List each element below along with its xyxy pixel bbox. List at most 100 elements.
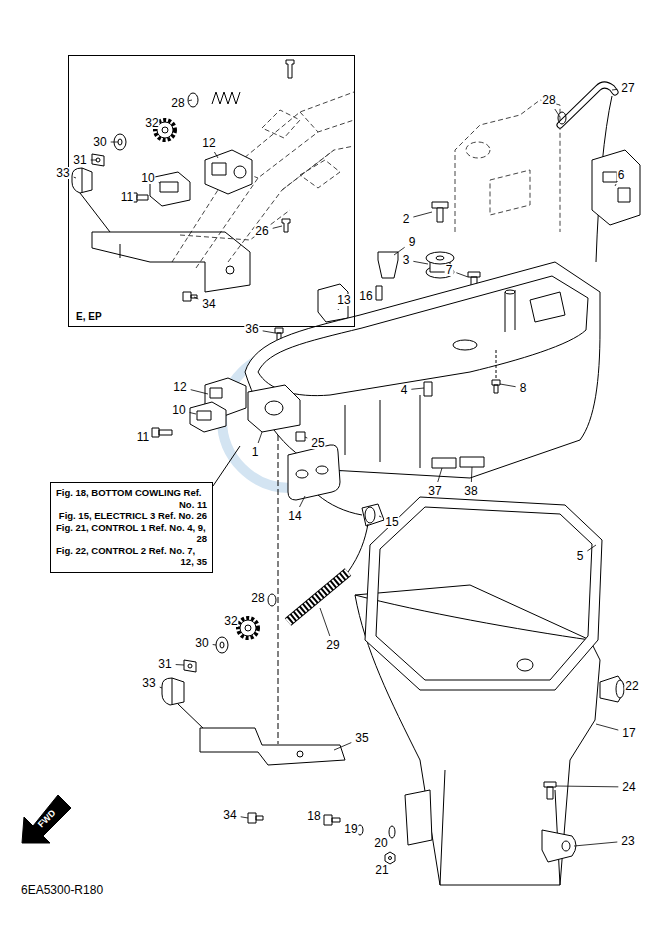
fitting-part [424, 382, 432, 396]
fwd-arrow: FWD [20, 793, 72, 845]
callout-number: 30 [194, 637, 209, 649]
inset-box: E, EP [68, 55, 355, 327]
callout-number: 18 [306, 810, 321, 822]
engine-outline [262, 110, 300, 138]
plate-part [197, 411, 211, 420]
clip-part [558, 112, 566, 124]
reference-note: Fig. 18, BOTTOM COWLING Ref. No. 11 [56, 487, 207, 510]
switch-panel [296, 470, 308, 478]
callout-number: 10 [171, 404, 186, 416]
callout-number: 33 [55, 167, 70, 179]
sticker-part [432, 457, 484, 468]
leader-line [241, 817, 248, 818]
engine-outline [172, 92, 354, 262]
bracket-part [205, 150, 252, 194]
block-part [162, 678, 184, 705]
spring-part [212, 92, 240, 104]
bracket-part [226, 266, 234, 274]
clip-part [542, 830, 576, 862]
leader-line [159, 182, 160, 184]
leader-line [500, 384, 516, 387]
callout-number: 12 [172, 381, 187, 393]
screw-part [282, 219, 290, 232]
callout-number: 36 [244, 323, 259, 335]
spring-part [212, 92, 240, 104]
washer-part [389, 826, 395, 838]
grommet-part [426, 252, 454, 264]
leader-line [556, 786, 618, 788]
screw-part [248, 813, 263, 823]
knob-part [240, 620, 256, 636]
callout-number: 8 [519, 382, 528, 394]
callout-number: 25 [310, 437, 325, 449]
screw-part [324, 815, 340, 825]
knob-part [245, 625, 251, 631]
callout-number: 34 [222, 809, 237, 821]
cable-spring [288, 524, 368, 622]
washer-part [216, 637, 228, 653]
leader-line [413, 212, 432, 217]
variant-label: E, EP [75, 311, 103, 322]
grommet-part [362, 504, 384, 526]
bracket-part [80, 193, 250, 292]
leader-line [379, 516, 381, 517]
lower-case [355, 585, 600, 885]
leader-line [438, 468, 442, 482]
leader-line [456, 273, 468, 277]
cable-spring [348, 524, 368, 572]
cable-spring [288, 572, 348, 622]
grommet-part [600, 676, 626, 702]
callout-number: 31 [72, 154, 87, 166]
washer-part [118, 139, 122, 145]
bottom-cowling [258, 276, 588, 396]
engine-outline [466, 142, 490, 158]
lower-case [355, 585, 600, 885]
engine-outline [490, 170, 530, 215]
callout-number: 22 [624, 680, 639, 692]
callout-number: 26 [254, 225, 269, 237]
screw-part [492, 380, 500, 393]
leader-line [162, 129, 163, 130]
plug-part [378, 252, 398, 278]
clip-part [562, 841, 570, 851]
bottom-cowling [505, 290, 515, 332]
callout-number: 23 [620, 835, 635, 847]
plate-part [150, 172, 190, 206]
nut-part [385, 852, 395, 864]
screw-part [544, 782, 556, 799]
callout-number: 30 [92, 136, 107, 148]
hose-part [560, 85, 615, 125]
clip-part [184, 660, 196, 672]
clip-part [542, 830, 576, 862]
callout-number: 28 [170, 97, 185, 109]
drawing-code: 6EA5300-R180 [20, 884, 104, 896]
reference-note: Fig. 22, CONTROL 2 Ref. No. 7, 12, 35 [56, 545, 207, 568]
label-part [296, 432, 305, 441]
plate-part [190, 402, 226, 432]
fitting-part [376, 286, 382, 300]
grommet-housing [248, 385, 300, 432]
bolt-part [137, 195, 148, 200]
callout-number: 15 [384, 516, 399, 528]
gasket [365, 497, 602, 690]
callout-number: 27 [620, 82, 635, 94]
clip-part [188, 664, 192, 668]
clip-part [188, 93, 198, 107]
bottom-cowling [505, 290, 515, 294]
callout-number: 19 [343, 823, 358, 835]
engine-outline [455, 100, 560, 232]
callout-number: 13 [336, 294, 351, 306]
bracket-part [603, 172, 617, 182]
leader-line [74, 177, 76, 179]
bolt-part [152, 428, 172, 437]
cable-spring [288, 572, 348, 622]
bracket-part [200, 728, 345, 765]
wire [213, 435, 362, 744]
engine-outline [172, 92, 354, 268]
leader-line [263, 331, 275, 333]
callout-number: 32 [223, 615, 238, 627]
callout-number: 34 [201, 298, 216, 310]
leader-line [300, 496, 306, 507]
clip-part [268, 594, 276, 606]
leader-line [471, 467, 473, 482]
